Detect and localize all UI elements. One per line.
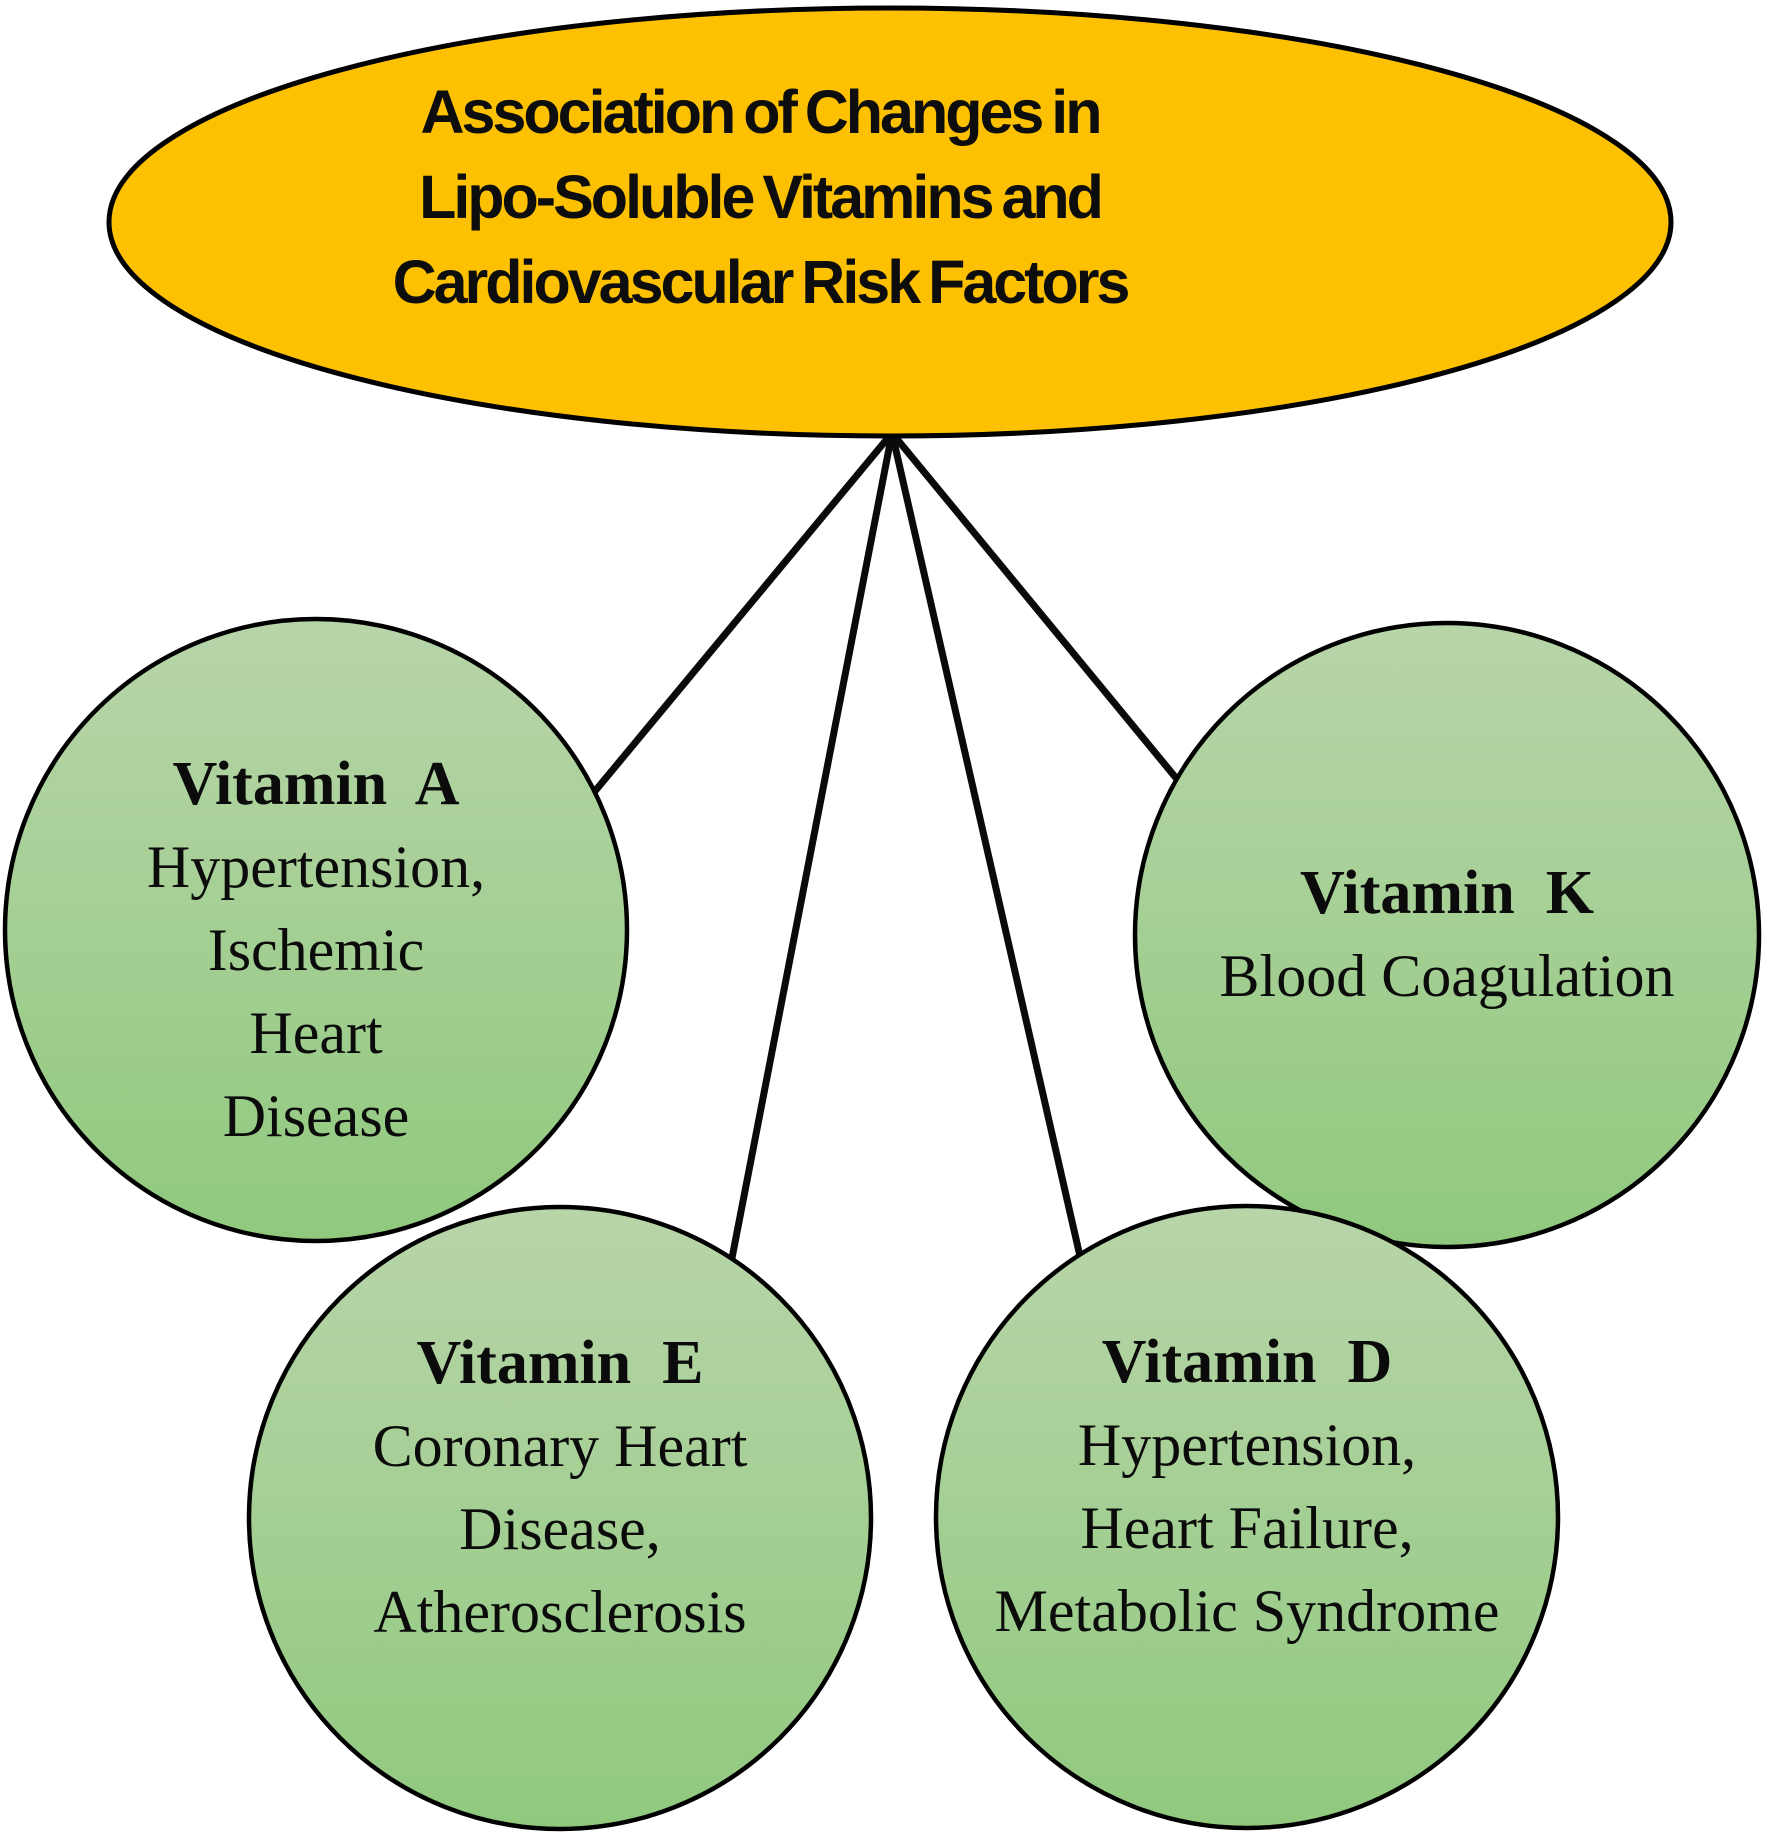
- vitamin-k-line-1: Blood Coagulation: [1219, 943, 1675, 1009]
- vitamin-a-line-4: Disease: [222, 1082, 410, 1149]
- vitamin-a-line-1: Hypertension,: [146, 833, 486, 900]
- connector-line-vitamin-e: [715, 432, 896, 1326]
- vitamin-e-title: Vitamin E: [416, 1329, 704, 1397]
- root-title-line-2: Lipo-Soluble Vitamins and: [419, 162, 1104, 231]
- connector-line-vitamin-d: [888, 432, 1099, 1323]
- vitamin-a-circle: [2, 616, 630, 1244]
- vitamin-d-line-2: Heart Failure,: [1080, 1495, 1414, 1561]
- vitamin-d-line-1: Hypertension,: [1077, 1412, 1417, 1478]
- vitamin-d-circle: [933, 1203, 1561, 1831]
- connector-line-vitamin-k: [889, 430, 1221, 832]
- root-title-line-1: Association of Changes in: [420, 77, 1103, 146]
- vitamin-e-line-3: Atherosclerosis: [373, 1579, 747, 1645]
- root-title: Association of Changes in Lipo-Soluble V…: [350, 68, 1170, 326]
- vitamin-a-line-3: Heart: [249, 999, 383, 1066]
- vitamin-e-node: Vitamin E Coronary Heart Disease, Athero…: [260, 1218, 860, 1818]
- vitamin-d-line-3: Metabolic Syndrome: [994, 1578, 1500, 1644]
- vitamin-k-node: Vitamin K Blood Coagulation: [1147, 655, 1747, 1215]
- root-title-line-3: Cardiovascular Risk Factors: [392, 247, 1131, 316]
- vitamin-a-line-2: Ischemic: [207, 916, 425, 983]
- vitamin-k-title: Vitamin K: [1300, 859, 1594, 927]
- root-ellipse: [106, 5, 1674, 439]
- vitamin-a-node: Vitamin A Hypertension, Ischemic Heart D…: [16, 630, 616, 1230]
- vitamin-d-node: Vitamin D Hypertension, Heart Failure, M…: [947, 1217, 1547, 1817]
- vitamin-e-circle: [246, 1204, 874, 1832]
- vitamin-a-title: Vitamin A: [172, 749, 460, 818]
- vitamin-k-circle: [1132, 620, 1762, 1250]
- vitamin-e-line-1: Coronary Heart: [372, 1413, 748, 1479]
- connector-line-vitamin-a: [578, 430, 895, 811]
- vitamin-e-line-2: Disease,: [459, 1496, 661, 1562]
- vitamin-d-title: Vitamin D: [1101, 1328, 1393, 1396]
